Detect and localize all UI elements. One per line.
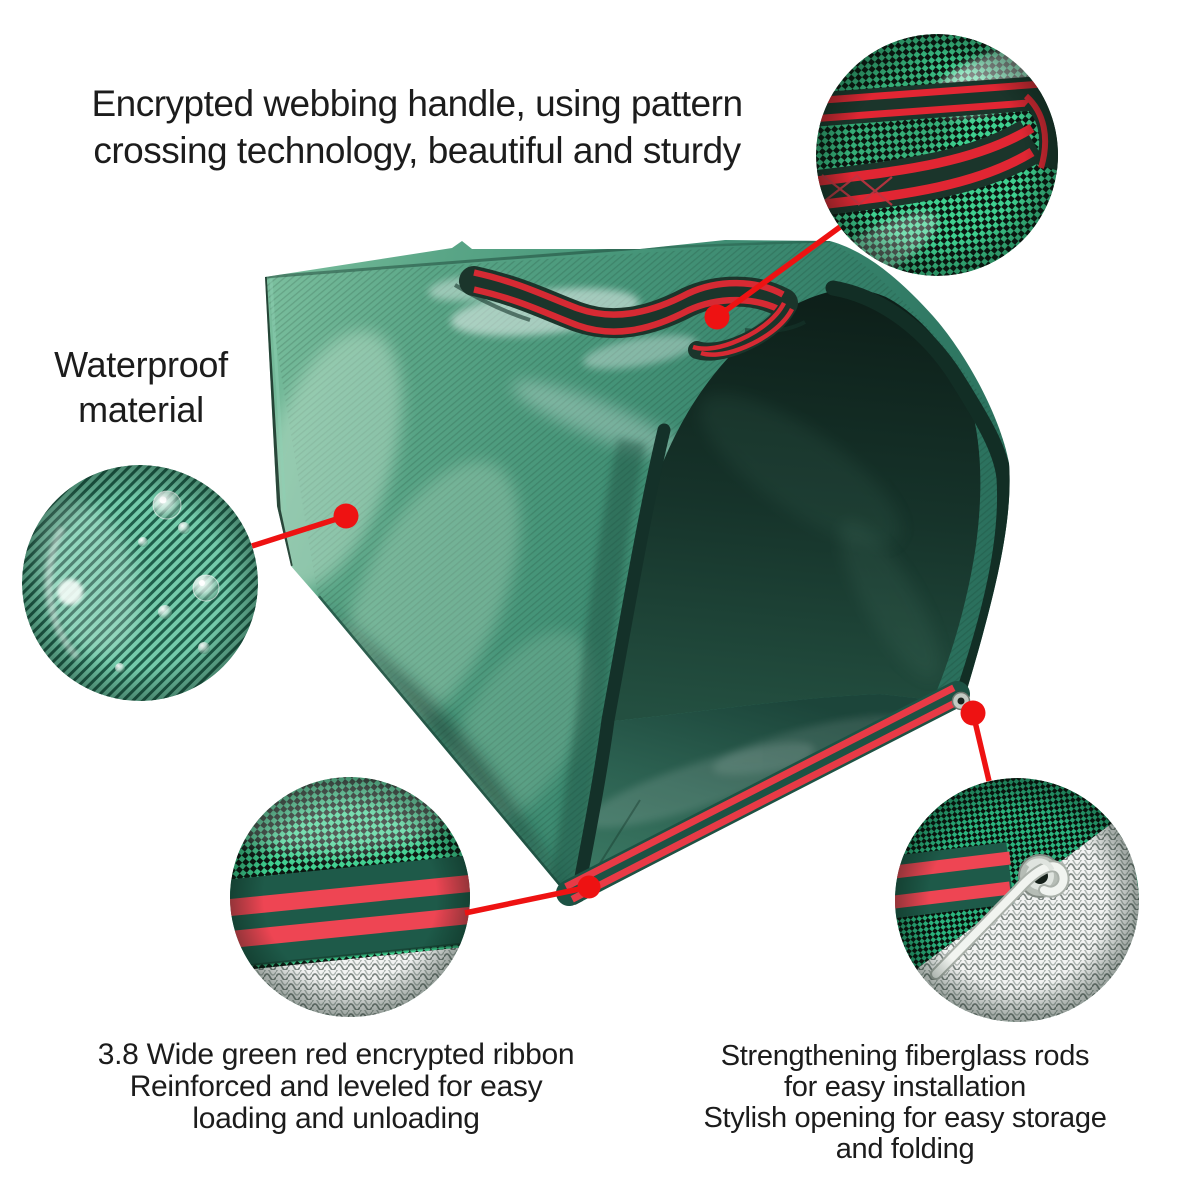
annotation-webbing-handle: Encrypted webbing handle, using pattern …	[91, 83, 743, 171]
opening-left-hem	[570, 423, 671, 905]
anchor-dot-ribbon	[577, 875, 601, 899]
anchor-dot-handle	[704, 304, 730, 330]
callout-waterproof-detail	[22, 465, 258, 701]
anchor-dot-grommet	[960, 700, 986, 726]
annotation-waterproof: Waterproof material	[54, 344, 228, 430]
leader-line-handle	[715, 224, 842, 320]
leader-line-ribbon	[464, 884, 590, 916]
opening-right-hem	[825, 280, 1010, 708]
leader-lines	[251, 224, 992, 916]
bottom-ribbon	[556, 681, 970, 906]
callout-ribbon-detail	[230, 777, 470, 1017]
handle-hanging-end	[688, 297, 797, 361]
annotation-ribbon: 3.8 Wide green red encrypted ribbon Rein…	[97, 1038, 575, 1135]
leader-line-waterproof	[251, 513, 347, 549]
anchor-dot-waterproof	[333, 503, 359, 529]
callout-grommet-detail	[895, 778, 1139, 1022]
garden-bag	[265, 240, 1010, 906]
annotation-fiberglass-rods: Strengthening fiberglass rods for easy i…	[703, 1040, 1107, 1165]
callout-webbing-detail	[816, 34, 1058, 276]
